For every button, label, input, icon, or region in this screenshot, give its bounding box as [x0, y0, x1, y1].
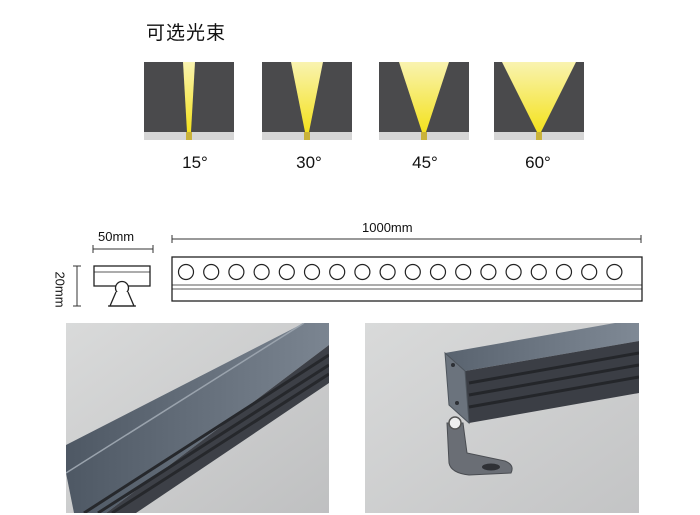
- beam-60-illustration: [494, 62, 584, 140]
- led-lens: [606, 263, 623, 281]
- beam-cone: [502, 62, 576, 132]
- housing-top-face: [445, 323, 639, 371]
- profile-bracket: [109, 291, 135, 307]
- led-lens: [329, 263, 346, 281]
- beam-label-30: 30°: [296, 153, 322, 172]
- beam-15-illustration: [144, 62, 234, 140]
- length-dimension-line: [171, 235, 642, 243]
- product-photo-closeup: [66, 323, 329, 513]
- housing-top-face: [66, 323, 329, 513]
- housing-end-cap: [444, 351, 470, 425]
- led-lens: [505, 263, 522, 281]
- beam-cone: [183, 62, 195, 132]
- led-lens: [354, 263, 371, 281]
- led-lens: [379, 263, 396, 281]
- width-dimension-label: 50mm: [98, 229, 135, 244]
- led-source: [186, 132, 192, 140]
- product-photo-bracket: [365, 323, 639, 513]
- width-dimension-line: [92, 245, 154, 253]
- beam-label-45: 45°: [412, 153, 438, 172]
- beam-45-illustration: [379, 62, 469, 140]
- beam-cone: [291, 62, 323, 132]
- led-lens: [253, 263, 270, 281]
- led-lens: [480, 263, 497, 281]
- housing-fins: [468, 351, 639, 409]
- led-lens: [228, 263, 245, 281]
- led-source: [536, 132, 542, 140]
- end-cap-screw: [455, 401, 459, 405]
- section-title: 可选光束: [146, 23, 227, 44]
- led-source: [304, 132, 310, 140]
- height-dimension-line: [73, 265, 81, 307]
- mounting-bracket: [446, 422, 513, 476]
- lens-row: [177, 263, 623, 281]
- led-lens: [303, 263, 321, 281]
- side-profile-drawing: [93, 265, 151, 307]
- length-dimension-label: 1000mm: [362, 220, 413, 235]
- led-lens: [455, 263, 472, 281]
- front-housing: [171, 256, 643, 302]
- led-lens: [530, 263, 547, 281]
- height-dimension-label: 20mm: [52, 271, 68, 308]
- beam-label-60: 60°: [525, 153, 551, 172]
- bracket-slot: [482, 463, 500, 471]
- led-source: [421, 132, 427, 140]
- bracket-bolt: [448, 416, 462, 430]
- led-lens: [203, 263, 220, 281]
- led-lens: [177, 263, 195, 281]
- end-cap-screw: [451, 363, 455, 367]
- led-lens: [581, 263, 598, 281]
- front-view-drawing: [171, 256, 643, 302]
- housing-fins: [83, 353, 329, 513]
- led-lens: [404, 263, 421, 281]
- beam-cone: [399, 62, 449, 132]
- beam-label-15: 15°: [182, 153, 208, 172]
- led-lens: [555, 263, 573, 281]
- led-lens: [278, 263, 295, 281]
- led-lens: [429, 263, 447, 281]
- beam-30-illustration: [262, 62, 352, 140]
